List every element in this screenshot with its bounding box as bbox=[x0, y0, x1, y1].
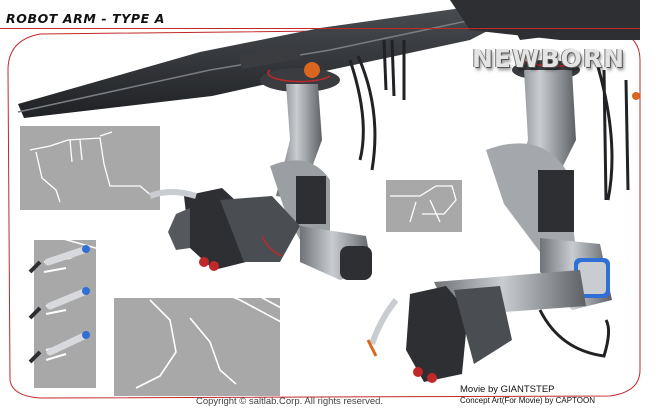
sketch-bottom bbox=[59, 225, 301, 389]
panel-bottom bbox=[114, 298, 280, 396]
sketch-mid bbox=[390, 185, 457, 223]
frame-line bbox=[7, 27, 641, 399]
left-gripper bbox=[148, 188, 300, 271]
panel-left-stack bbox=[34, 240, 96, 388]
right-gripper bbox=[366, 270, 611, 383]
right-arm bbox=[450, 0, 640, 310]
newborn-logo: NEWBORN bbox=[472, 44, 626, 73]
concept-art-credit: Concept Art(For Movie) by CAPTOON bbox=[460, 396, 595, 405]
mini-arms bbox=[28, 245, 90, 364]
panel-mid bbox=[386, 180, 462, 232]
left-arm bbox=[260, 39, 406, 280]
title-rule bbox=[0, 28, 640, 29]
sketch-top-left bbox=[29, 131, 153, 203]
sheet-title: ROBOT ARM - TYPE A bbox=[6, 11, 166, 26]
copyright-notice: Copyright © saltlab.Corp. All rights res… bbox=[196, 396, 384, 407]
credits-block: Movie by GIANTSTEP Concept Art(For Movie… bbox=[460, 384, 595, 406]
panel-top-left bbox=[20, 126, 160, 210]
movie-credit: Movie by GIANTSTEP bbox=[460, 384, 555, 395]
